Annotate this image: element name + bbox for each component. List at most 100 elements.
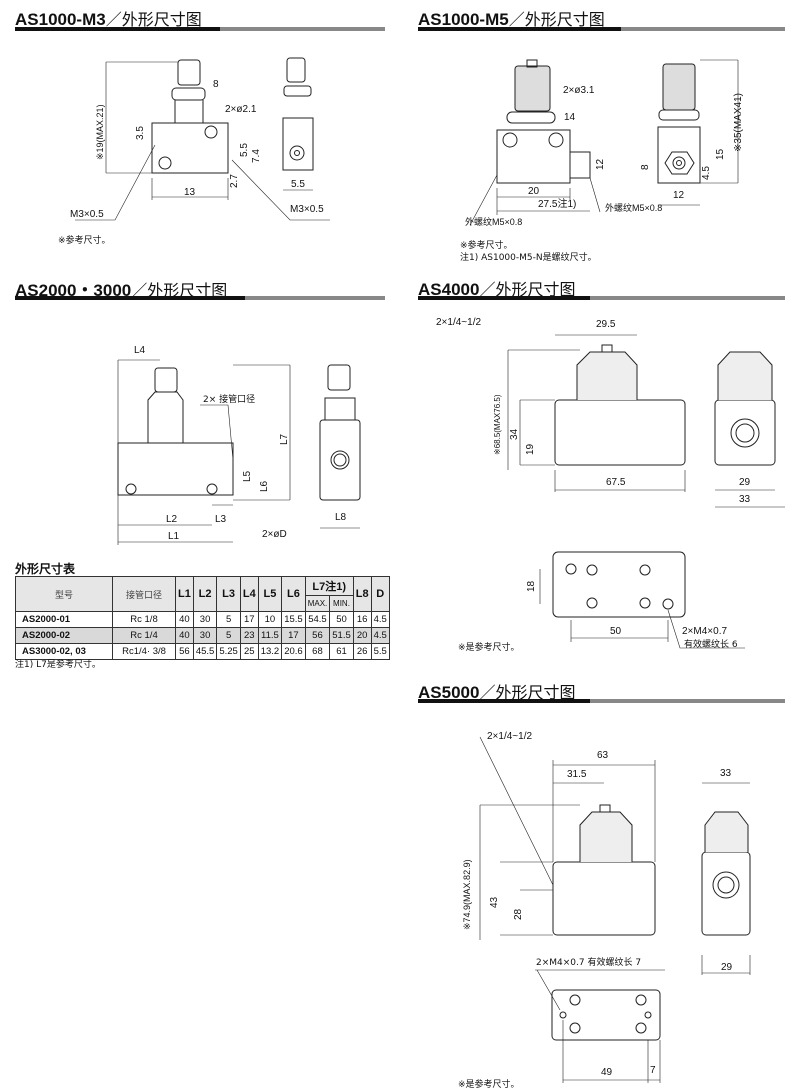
dimension-label: 29.5 bbox=[596, 319, 616, 330]
title-suffix: ／外形尺寸图 bbox=[131, 281, 228, 300]
dimension-label: L5 bbox=[242, 470, 253, 482]
table-cell: 68 bbox=[304, 643, 331, 660]
table-cell: 10 bbox=[257, 611, 283, 628]
table-cell: 30 bbox=[192, 611, 218, 628]
title-suffix: ／外形尺寸图 bbox=[479, 683, 576, 702]
dimension-label: 29 bbox=[721, 962, 733, 973]
table-cell: 56 bbox=[304, 627, 331, 644]
table-cell: 5 bbox=[216, 627, 241, 644]
as4000-front-view bbox=[507, 334, 686, 492]
dimension-label: 31.5 bbox=[567, 769, 587, 780]
as1000-m5-front-view bbox=[469, 59, 601, 226]
dimension-label: L4 bbox=[134, 345, 146, 356]
dimension-label: 63 bbox=[597, 750, 609, 761]
reference-note: ※是参考尺寸。 bbox=[458, 643, 520, 653]
table-cell: 40 bbox=[175, 611, 194, 628]
table-cell: 50 bbox=[329, 611, 354, 628]
table-row: AS2000-02 Rc 1/4 40 30 5 23 11.5 17 56 5… bbox=[15, 627, 390, 644]
reference-note: ※参考尺寸。 bbox=[58, 236, 111, 246]
dimension-label: 12 bbox=[673, 190, 685, 201]
dimension-label: 8 bbox=[640, 164, 651, 170]
table-cell: 5 bbox=[216, 611, 241, 628]
dimension-label: 3.5 bbox=[135, 126, 146, 140]
dimension-label: 14 bbox=[564, 112, 576, 123]
dimension-label: 外螺纹M5×0.8 bbox=[605, 203, 663, 213]
table-cell: 13.2 bbox=[257, 643, 283, 660]
dimension-label: 13 bbox=[184, 187, 196, 198]
title-underline bbox=[418, 699, 590, 703]
table-cell: 61 bbox=[329, 643, 354, 660]
table-cell: 4.5 bbox=[370, 627, 390, 644]
dimension-label: ※74.9(MAX.82.9) bbox=[462, 859, 472, 930]
table-cell: Rc 1/4 bbox=[112, 627, 176, 644]
reference-note: ※是参考尺寸。 bbox=[458, 1080, 520, 1090]
dimension-label: L3 bbox=[215, 514, 227, 525]
dimension-label: 2×ø2.1 bbox=[225, 104, 257, 115]
table-cell: Rc1/4· 3/8 bbox=[112, 643, 176, 660]
column-subheader: MIN. bbox=[329, 595, 354, 612]
model-name: AS4000 bbox=[418, 280, 480, 299]
title-underline-gray bbox=[621, 27, 785, 31]
title-underline-gray bbox=[245, 296, 385, 300]
title-underline bbox=[15, 27, 220, 31]
as5000-side-view bbox=[701, 782, 751, 975]
title-underline-gray bbox=[590, 699, 785, 703]
dimension-label: 34 bbox=[509, 428, 520, 440]
table-cell: 51.5 bbox=[329, 627, 354, 644]
title-suffix: ／外形尺寸图 bbox=[105, 10, 202, 29]
title-underline bbox=[15, 296, 245, 300]
table-cell: 54.5 bbox=[304, 611, 331, 628]
column-subheader: MAX. bbox=[304, 595, 331, 612]
column-header: L1 bbox=[175, 576, 194, 612]
dimension-label: L7 bbox=[279, 433, 290, 445]
dimension-label: 5.5 bbox=[291, 179, 305, 190]
table-subheader-row: MAX. MIN. bbox=[16, 595, 390, 612]
dimension-label: 7 bbox=[650, 1065, 656, 1076]
table-cell: 11.5 bbox=[257, 627, 283, 644]
dimension-label: L2 bbox=[166, 514, 178, 525]
title-underline bbox=[418, 27, 621, 31]
dimension-label: 29 bbox=[739, 477, 751, 488]
dimension-label: M3×0.5 bbox=[70, 209, 104, 220]
table-cell: 25 bbox=[239, 643, 259, 660]
model-name: AS5000 bbox=[418, 683, 480, 702]
table-cell: 16 bbox=[352, 611, 372, 628]
title-underline bbox=[418, 296, 590, 300]
dimension-label: 27.5注1) bbox=[538, 199, 577, 210]
section-title-as2000-3000: AS2000・3000／外形尺寸图 bbox=[15, 276, 227, 301]
dimension-label: 2×M4×0.7 有效螺纹长 7 bbox=[536, 958, 642, 968]
as1000-m3-side-view bbox=[282, 57, 314, 191]
dimension-label: 15 bbox=[715, 148, 726, 160]
dimension-label: 4.5 bbox=[701, 166, 712, 180]
table-cell: 5.25 bbox=[216, 643, 241, 660]
dimension-label: 2×1/4~1/2 bbox=[487, 731, 533, 742]
dimension-label: 2.7 bbox=[229, 174, 240, 188]
dimension-label: 50 bbox=[610, 626, 622, 637]
table-cell: AS2000-01 bbox=[15, 611, 113, 628]
table-cell: AS2000-02 bbox=[15, 627, 113, 644]
footnote: 注1) AS1000-M5-N是螺纹尺寸。 bbox=[460, 253, 597, 263]
section-title-as1000-m5: AS1000-M5／外形尺寸图 bbox=[418, 6, 605, 30]
column-header: 型号 bbox=[15, 576, 113, 612]
dimension-label: 28 bbox=[513, 908, 524, 920]
table-cell: 23 bbox=[239, 627, 259, 644]
as1000-m3-front-view bbox=[75, 59, 330, 221]
table-cell: Rc 1/8 bbox=[112, 611, 176, 628]
dimension-label: 49 bbox=[601, 1067, 613, 1078]
model-name: AS1000-M3 bbox=[15, 10, 106, 29]
dimension-label: L8 bbox=[335, 512, 347, 523]
dimension-label: ※68.5(MAX76.5) bbox=[493, 394, 502, 455]
column-header: D bbox=[370, 576, 390, 612]
as2000-side-view bbox=[319, 364, 361, 529]
as5000-front-view bbox=[479, 736, 656, 940]
reference-note: ※参考尺寸。 bbox=[460, 241, 513, 251]
column-header: L6 bbox=[281, 576, 306, 612]
column-header: L7注1) bbox=[304, 576, 354, 596]
as4000-bottom-view bbox=[539, 551, 745, 649]
title-underline-gray bbox=[590, 296, 785, 300]
table-cell: AS3000-02, 03 bbox=[15, 643, 113, 660]
section-title-as5000: AS5000／外形尺寸图 bbox=[418, 679, 575, 703]
table-footnote: 注1) L7是参考尺寸。 bbox=[15, 660, 101, 670]
model-name: AS2000・3000 bbox=[15, 281, 132, 300]
as2000-front-view bbox=[117, 359, 291, 545]
